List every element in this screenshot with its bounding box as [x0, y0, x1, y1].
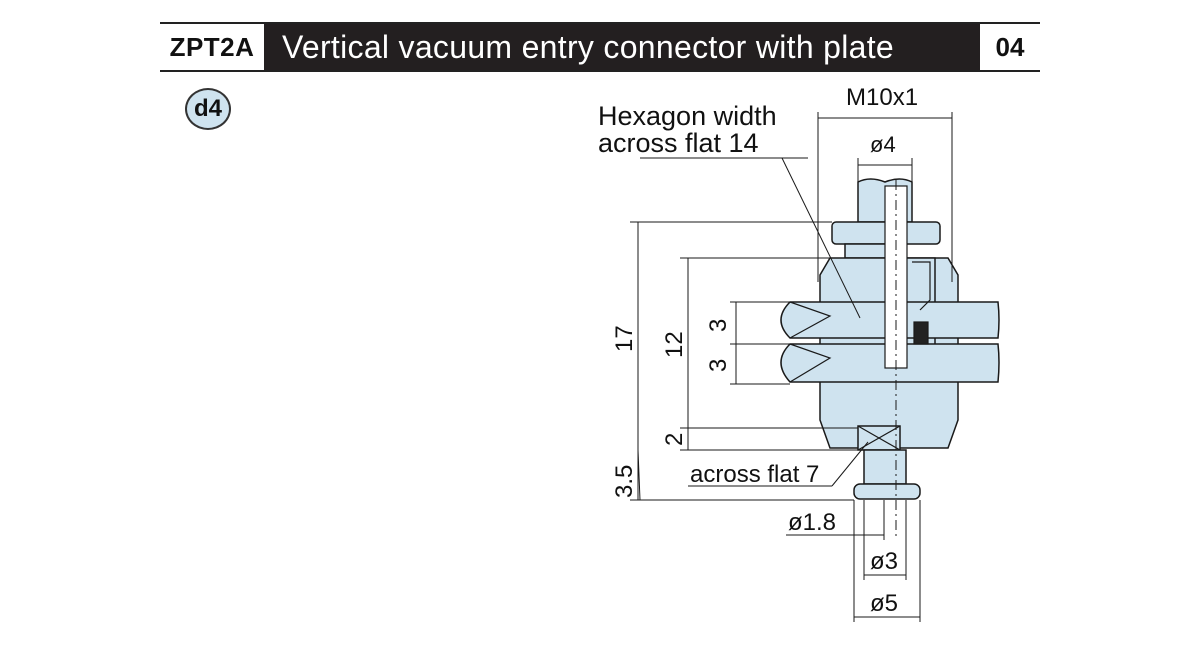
hex-width-label-2: across flat 14: [598, 128, 759, 158]
model-code: ZPT2A: [169, 31, 255, 62]
tip-flange: [853, 483, 921, 500]
part-details: [789, 180, 931, 540]
hole-diameter-dimension: ø1.8: [788, 509, 836, 536]
gap-2-dimension: 2: [661, 433, 688, 446]
tip-inner-diameter-dimension: ø3: [870, 548, 898, 575]
tip-neck: [863, 449, 907, 485]
nut-lower-dimension: 3: [705, 359, 732, 372]
page-title: Vertical vacuum entry connector with pla…: [264, 24, 980, 70]
seal-groove: [912, 261, 931, 311]
across-flat-7-label: across flat 7: [690, 461, 819, 488]
o-ring: [913, 321, 929, 345]
tip-outer-diameter-dimension: ø5: [870, 590, 898, 617]
hex-width-label-1: Hexagon width: [598, 101, 777, 131]
thread-dimension: M10x1: [846, 84, 918, 111]
nut-chamfer-lower: [789, 343, 832, 383]
page-number: 04: [995, 31, 1025, 62]
bore-top-dimension: ø4: [870, 132, 896, 157]
title-bar: ZPT2A Vertical vacuum entry connector wi…: [160, 22, 1040, 72]
variant-badge: d4: [185, 88, 231, 130]
dimension-lines: [630, 112, 953, 622]
height-12-dimension: 12: [661, 331, 688, 358]
nut-chamfer-upper: [789, 301, 832, 339]
tip-height-dimension: 3.5: [611, 465, 638, 498]
nut-upper-dimension: 3: [705, 319, 732, 332]
height-17-dimension: 17: [611, 325, 638, 352]
